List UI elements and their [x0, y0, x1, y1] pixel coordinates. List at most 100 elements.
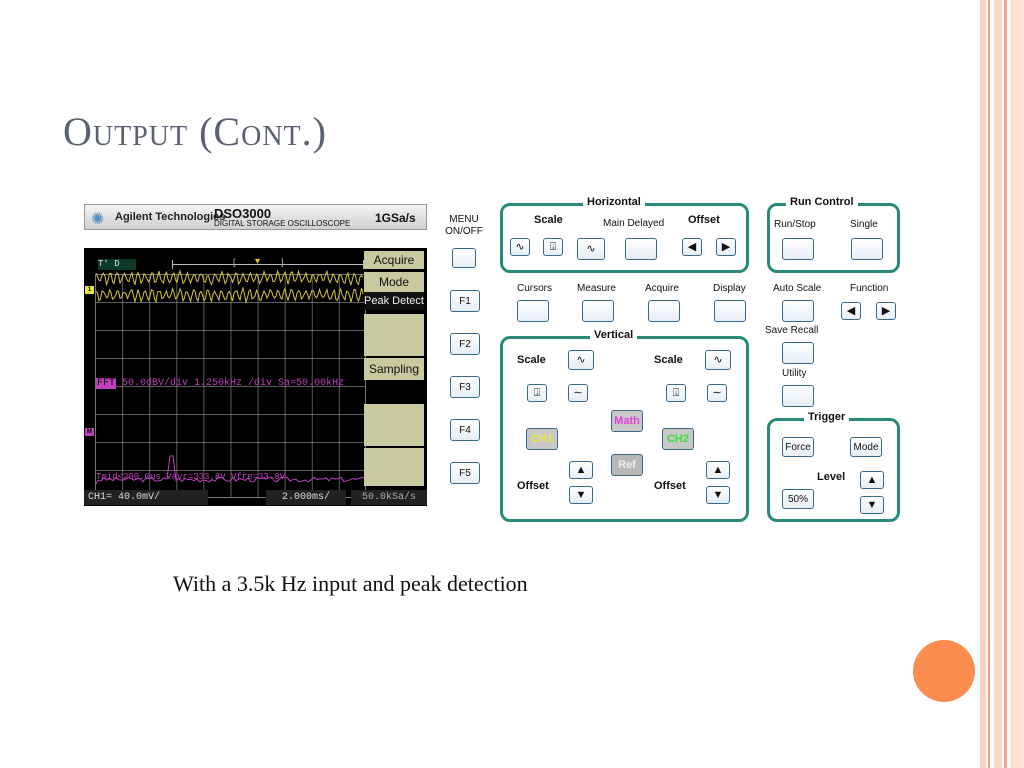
f4-button[interactable]: F4 [450, 419, 480, 441]
trigger-level-up-button[interactable]: ▲ [860, 471, 884, 489]
ch2-fine-button[interactable]: ∼ [707, 384, 727, 402]
push-knob-icon: ⍗ [533, 386, 541, 399]
ch1-fine-button[interactable]: ∼ [568, 384, 588, 402]
ch1-offset-up-button[interactable]: ▲ [569, 461, 593, 479]
arrow-down-icon: ▼ [712, 488, 724, 501]
wave-knob-icon: ∿ [515, 240, 525, 253]
offset-left-button[interactable]: ◀ [682, 238, 702, 256]
force-button[interactable]: Force [782, 437, 814, 457]
acq-rate-readout: 50.0kSa/s [351, 490, 427, 505]
horizontal-scale-label: Scale [534, 214, 563, 226]
softkey-mode: Mode [364, 272, 424, 292]
trigger-50-button[interactable]: 50% [782, 489, 814, 509]
decor-stripe-1 [980, 0, 986, 768]
ch1-scale-push-button[interactable]: ⍗ [527, 384, 547, 402]
f3-button[interactable]: F3 [450, 376, 480, 398]
run-stop-button[interactable] [782, 238, 814, 260]
utility-button[interactable] [782, 385, 814, 407]
decor-stripe-4 [1004, 0, 1007, 768]
fft-settings: 50.0dBV/div 1.250kHz /div Sa=50.00kHz [122, 378, 345, 389]
ch2-offset-up-button[interactable]: ▲ [706, 461, 730, 479]
horizontal-scale-knob[interactable]: ∿ [577, 238, 605, 260]
ch1-button[interactable]: CH1 [526, 428, 558, 450]
function-left-button[interactable]: ◀ [841, 302, 861, 320]
single-button[interactable] [851, 238, 883, 260]
run-control-title: Run Control [786, 196, 858, 208]
ref-button[interactable]: Ref [611, 454, 643, 476]
waveform-grid [95, 274, 366, 498]
display-button[interactable] [714, 300, 746, 322]
softkey-blank-2 [364, 404, 424, 446]
function-right-button[interactable]: ▶ [876, 302, 896, 320]
run-stop-label: Run/Stop [774, 219, 816, 230]
ch1-offset-down-button[interactable]: ▼ [569, 486, 593, 504]
decor-stripe-5 [1010, 0, 1024, 768]
arrow-up-icon: ▲ [575, 463, 587, 476]
trigger-position-icon: ▾ [255, 256, 261, 267]
trigger-level-label: Level [817, 471, 846, 483]
trigger-state: T' D [98, 259, 136, 270]
menu-onoff-button[interactable] [452, 248, 476, 268]
ch1-trace-lower [95, 286, 364, 304]
memory-position-bar: ▾ [ ] [172, 256, 364, 269]
f2-button[interactable]: F2 [450, 333, 480, 355]
ch2-scale-knob[interactable]: ∿ [705, 350, 731, 370]
agilent-logo-icon: ✺ [91, 211, 105, 228]
arrow-right-icon: ▶ [721, 240, 731, 253]
arrow-down-icon: ▼ [575, 488, 587, 501]
slide-title: Output (Cont.) [63, 109, 327, 154]
timebase-readout: 2.000ms/ [266, 490, 346, 505]
acquire-button[interactable] [648, 300, 680, 322]
rotate-knob-icon: ∿ [713, 353, 723, 366]
main-delayed-button[interactable] [625, 238, 657, 260]
window-right-bracket-icon: ] [281, 257, 284, 267]
cursors-button[interactable] [517, 300, 549, 322]
arrow-down-icon: ▼ [866, 498, 878, 511]
vertical-title: Vertical [590, 329, 638, 341]
math-button[interactable]: Math [611, 410, 643, 432]
rotate-knob-icon: ∿ [586, 242, 596, 255]
ch1-scale-knob[interactable]: ∿ [568, 350, 594, 370]
save-recall-button[interactable] [782, 342, 814, 364]
menu-onoff-label: MENU ON/OFF [445, 214, 483, 237]
push-knob-icon: ⍗ [549, 240, 557, 253]
ch2-scale-push-button[interactable]: ⍗ [666, 384, 686, 402]
trigger-level-down-button[interactable]: ▼ [860, 496, 884, 514]
measure-button[interactable] [582, 300, 614, 322]
f1-button[interactable]: F1 [450, 290, 480, 312]
measurement-readout: Tmid<200.0us Vavr=333.8V Vfre=33.8V [96, 472, 286, 482]
single-label: Single [850, 219, 878, 230]
softkey-title: Acquire [364, 251, 424, 269]
horizontal-scale-coarse-button[interactable]: ∿ [510, 238, 530, 256]
slide-caption: With a 3.5k Hz input and peak detection [173, 571, 528, 596]
horizontal-scale-push-button[interactable]: ⍗ [543, 238, 563, 256]
ch1-offset-label: Offset [517, 480, 549, 492]
ch1-scale-label: Scale [517, 354, 546, 366]
arrow-right-icon: ▶ [881, 304, 891, 317]
decor-orange-dot [913, 640, 975, 702]
trigger-mode-button[interactable]: Mode [850, 437, 882, 457]
offset-right-button[interactable]: ▶ [716, 238, 736, 256]
arrow-up-icon: ▲ [866, 473, 878, 486]
scope-header: ✺ Agilent Technologies DSO3000 DIGITAL S… [84, 204, 427, 230]
save-recall-label: Save Recall [765, 325, 819, 336]
decor-stripe-3 [994, 0, 1002, 768]
ch1-marker: 1 [85, 286, 94, 294]
ch2-scale-label: Scale [654, 354, 683, 366]
softkey-peak-detect: Peak Detect [364, 292, 424, 310]
softkey-blank-3 [364, 448, 424, 486]
decor-stripe-2 [988, 0, 990, 768]
fft-trace [95, 455, 414, 485]
arrow-left-icon: ◀ [687, 240, 697, 253]
scope-screen: T' D ▾ [ ] 1 M FFT 50.0dBV/div 1.250kHz … [84, 248, 427, 506]
waveform-traces [95, 269, 414, 485]
ch2-offset-down-button[interactable]: ▼ [706, 486, 730, 504]
trigger-title: Trigger [804, 411, 850, 423]
ch2-offset-label: Offset [654, 480, 686, 492]
auto-scale-button[interactable] [782, 300, 814, 322]
ch1-trace [95, 269, 364, 287]
display-label: Display [713, 283, 746, 294]
horizontal-title: Horizontal [583, 196, 645, 208]
f5-button[interactable]: F5 [450, 462, 480, 484]
ch2-button[interactable]: CH2 [662, 428, 694, 450]
